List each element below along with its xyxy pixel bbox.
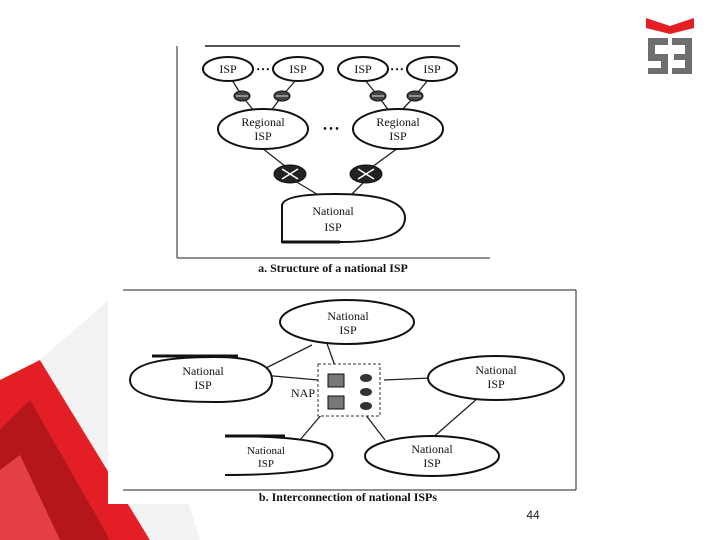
node-bottom-right-line2: ISP (423, 456, 441, 470)
node-left-line2: ISP (194, 378, 212, 392)
logo-right-block-top (672, 38, 692, 45)
brand-logo (646, 18, 694, 74)
diagram-a-caption: a. Structure of a national ISP (258, 261, 408, 275)
ellipsis-label: • • • (257, 65, 270, 74)
node-bottom-left-line1: National (247, 445, 285, 457)
logo-left-block-mid (648, 38, 655, 58)
national-isp-node-bottom-right (364, 435, 500, 477)
regional-label-line2: ISP (254, 129, 272, 143)
router-icon (349, 164, 383, 184)
national-label-line2: ISP (324, 220, 342, 234)
router-icon (406, 90, 424, 102)
regional-label-line1: Regional (376, 115, 420, 129)
router-icon (360, 374, 372, 382)
node-bottom-left-line2: ISP (258, 458, 274, 470)
router-icon (273, 164, 307, 184)
logo-right-block-mid (674, 54, 692, 60)
regional-label-line2: ISP (389, 129, 407, 143)
national-isp-node-right (427, 355, 565, 401)
local-isp-node (337, 56, 389, 82)
router-icon (273, 90, 291, 102)
nap-label: NAP (291, 386, 315, 400)
logo-left-block-right (661, 54, 668, 74)
local-isp-node (272, 56, 324, 82)
logo-left-block-bottom (648, 54, 668, 61)
node-top-line2: ISP (339, 323, 357, 337)
router-icon (233, 90, 251, 102)
node-right-line1: National (475, 363, 517, 377)
isp-label: ISP (423, 62, 441, 76)
regional-isp-node (217, 108, 309, 150)
local-isp-node (406, 56, 458, 82)
national-isp-node-top (279, 299, 415, 345)
node-right-line2: ISP (487, 377, 505, 391)
node-top-line1: National (327, 309, 369, 323)
national-isp-node-left (128, 355, 274, 404)
regional-isp-node (352, 108, 444, 150)
router-icon (360, 402, 372, 410)
isp-label: ISP (289, 62, 307, 76)
local-isp-node (202, 56, 254, 82)
logo-left-block-top (648, 38, 668, 45)
national-isp-node (281, 192, 407, 243)
national-isp-node-bottom-left (224, 435, 334, 476)
isp-label: ISP (219, 62, 237, 76)
ellipsis-label: • • • (391, 65, 404, 74)
router-icon (360, 388, 372, 396)
node-bottom-right-line1: National (411, 442, 453, 456)
red-shard-light (0, 455, 60, 540)
ellipsis-label: • • • (323, 124, 339, 135)
slide-page-number: 44 (526, 508, 540, 522)
logo-book-top (646, 18, 694, 34)
router-icon (369, 90, 387, 102)
logo-right-block-foot (672, 68, 692, 74)
isp-label: ISP (354, 62, 372, 76)
national-label-line1: National (312, 204, 354, 218)
diagram-b-caption: b. Interconnection of national ISPs (259, 490, 437, 504)
logo-left-block-foot (648, 68, 668, 74)
switch-icon (327, 395, 345, 410)
switch-icon (327, 373, 345, 388)
node-left-line1: National (182, 364, 224, 378)
regional-label-line1: Regional (241, 115, 285, 129)
